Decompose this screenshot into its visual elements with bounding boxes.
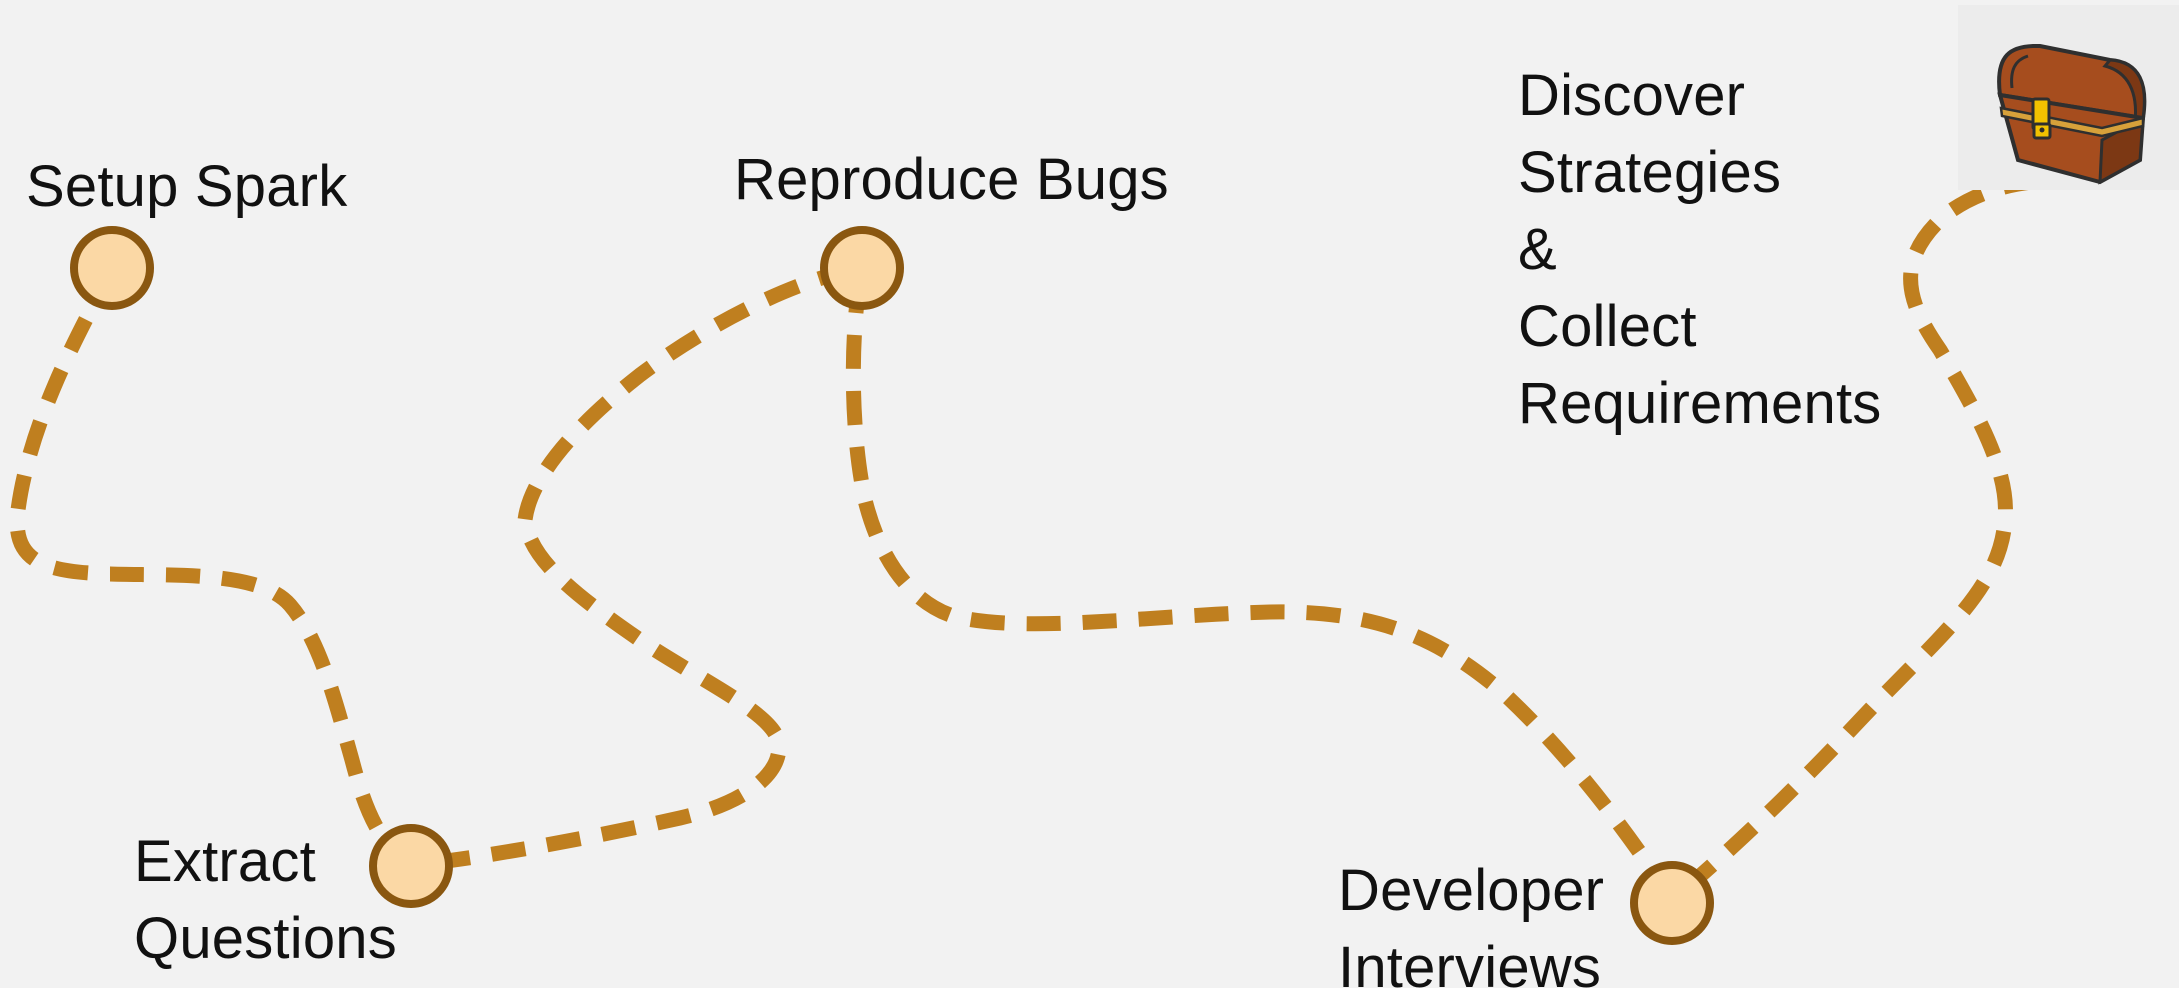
milestone-label-setup: Setup Spark	[26, 148, 347, 225]
milestone-label-line: Strategies	[1518, 140, 1782, 205]
milestone-node-extract	[369, 824, 453, 908]
milestone-label-line: Developer	[1338, 858, 1605, 923]
milestone-label-line: Interviews	[1338, 935, 1602, 988]
milestone-node-setup	[70, 226, 154, 310]
milestone-label-line: Extract	[134, 829, 316, 894]
milestone-label-line: Collect	[1518, 294, 1697, 359]
treasure-chest-icon	[1958, 5, 2179, 190]
milestone-label-line: Setup Spark	[26, 154, 348, 219]
milestone-label-line: &	[1518, 217, 1557, 282]
milestone-label-discover: Discover Strategies & Collect Requiremen…	[1518, 57, 1881, 442]
milestone-label-line: Questions	[134, 906, 397, 971]
milestone-node-developer	[1630, 861, 1714, 945]
milestone-label-line: Requirements	[1518, 371, 1882, 436]
milestone-label-extract: Extract Questions	[134, 823, 397, 977]
milestone-label-line: Reproduce Bugs	[734, 147, 1169, 212]
milestone-label-reproduce: Reproduce Bugs	[734, 141, 1169, 218]
milestone-node-reproduce	[820, 226, 904, 310]
milestone-label-developer: Developer Interviews	[1338, 852, 1604, 988]
milestone-label-line: Discover	[1518, 63, 1746, 128]
